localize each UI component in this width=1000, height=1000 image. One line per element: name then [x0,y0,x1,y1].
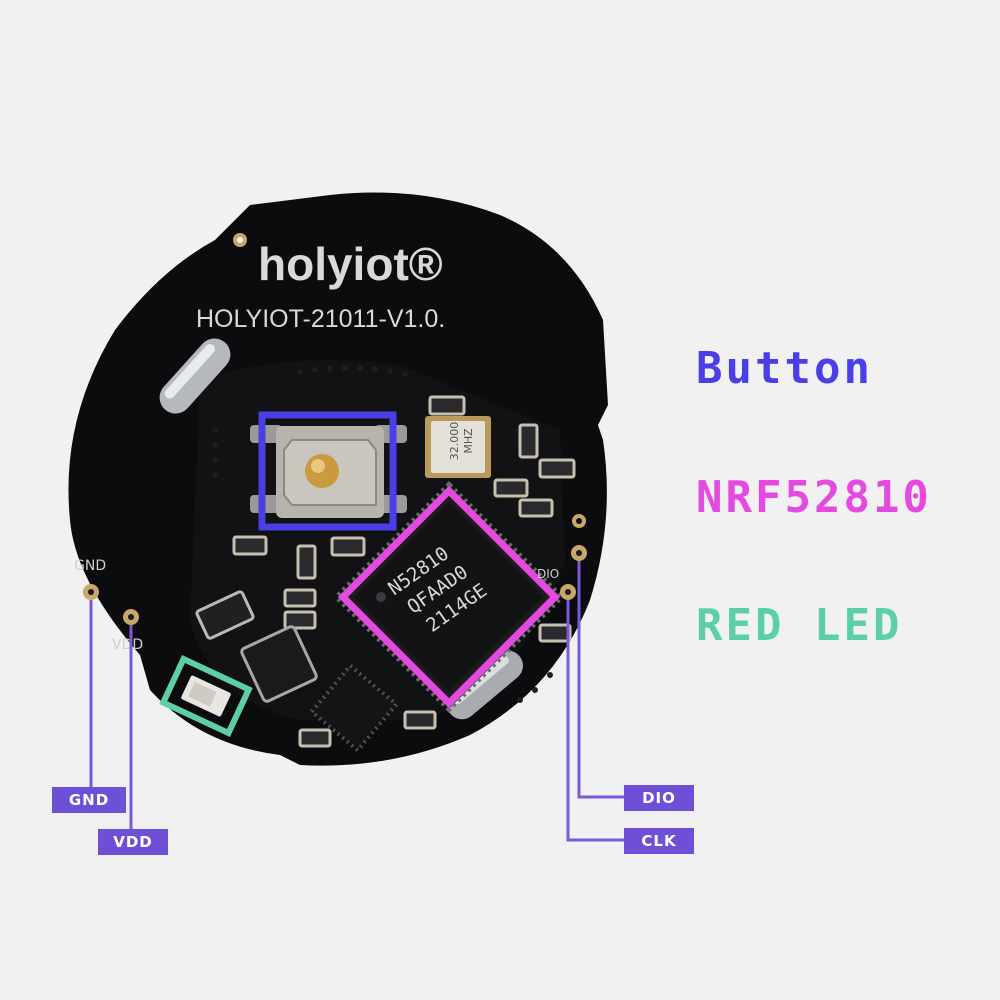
solder-blob [159,338,231,414]
passive-components [232,395,576,748]
led-highlight [159,655,253,737]
legend-button: Button [696,343,873,394]
pin-tag-clk: CLK [624,828,694,854]
crystal-label-unit: MHZ [462,428,475,454]
button-highlight [258,411,397,531]
brand-logo: holyiot® [258,238,443,290]
small-ic [308,662,400,754]
pin-leader-lines [89,561,625,842]
silk-dio: DIO [537,567,559,581]
pin-tag-dio: DIO [624,785,694,811]
pin-tag-vdd: VDD [98,829,168,855]
legend-led: RED LED [696,600,903,651]
pin-tag-gnd: GND [52,787,126,813]
inductor [195,590,318,703]
chip-highlight [337,485,561,709]
solder-blob [447,650,523,720]
red-led [181,675,231,717]
nrf52810-chip: N52810 QFAAD0 2114GE [333,481,565,713]
silk-gnd: GND [74,558,106,574]
test-pads [83,545,587,625]
crystal-label-freq: 32.000 [448,422,461,461]
silk-vdd: VDD [112,637,143,653]
legend-chip: NRF52810 [696,472,932,523]
board-model-label: HOLYIOT-21011-V1.0. [196,305,445,333]
crystal-oscillator: 32.000 [425,416,491,478]
